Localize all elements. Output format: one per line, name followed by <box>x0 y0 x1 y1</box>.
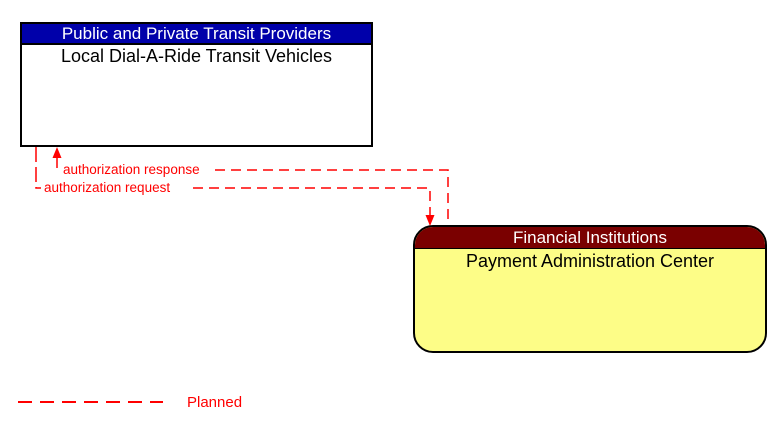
financial-institutions-box[interactable]: Financial Institutions Payment Administr… <box>413 225 767 353</box>
authorization-request-label: authorization request <box>42 180 173 195</box>
financial-institutions-box-label: Payment Administration Center <box>465 251 715 271</box>
transit-providers-box-label: Local Dial-A-Ride Transit Vehicles <box>60 46 333 66</box>
transit-providers-box[interactable]: Public and Private Transit Providers Loc… <box>20 22 373 147</box>
authorization-request-stub <box>35 147 41 189</box>
transit-providers-box-header: Public and Private Transit Providers <box>22 24 371 45</box>
financial-institutions-box-header: Financial Institutions <box>415 227 765 249</box>
authorization-request-line <box>193 187 431 215</box>
legend-planned-label: Planned <box>187 394 243 411</box>
authorization-response-label: authorization response <box>61 162 202 177</box>
authorization-response-arrowhead <box>52 147 62 158</box>
authorization-request-arrowhead <box>425 215 435 226</box>
authorization-response-line <box>215 169 449 232</box>
